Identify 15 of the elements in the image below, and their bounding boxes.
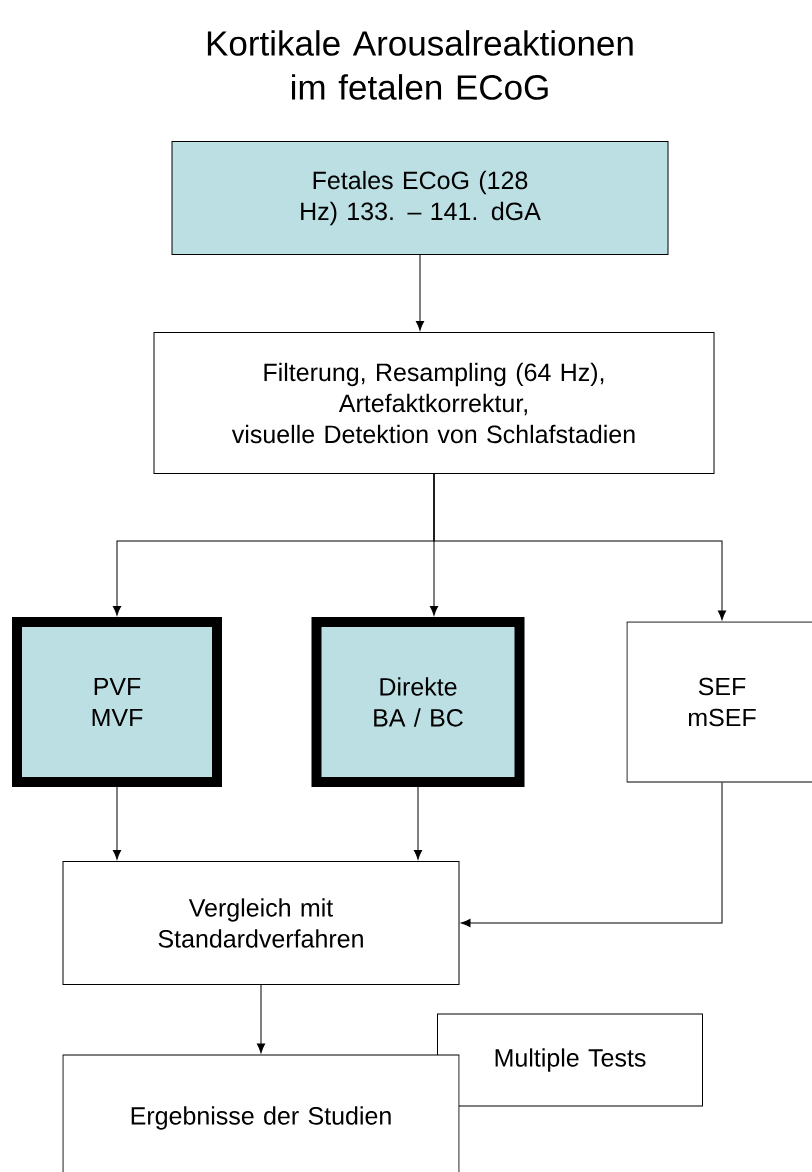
arrow [413,786,423,860]
arrow [256,984,266,1054]
process-box: Ergebnisse der Studien [62,1054,460,1172]
arrow [460,782,723,928]
arrow [112,786,122,860]
process-box: Fetales ECoG (128 Hz) 133. – 141. dGA [171,141,669,255]
process-box: Direkte BA / BC [311,617,525,787]
arrow [415,254,425,331]
process-box: SEF mSEF [626,621,812,783]
note-box: Multiple Tests [437,1013,703,1107]
arrow [433,473,727,621]
title: Kortikale Arousalreaktionen im fetalen ECoG [207,30,633,100]
process-box: Vergleich mit Standardverfahren [62,861,460,985]
process-box: PVF MVF [12,617,222,787]
process-box: Filterung, Resampling (64 Hz), Artefaktkorrektur, visuelle Detektion von Schlafstadien [153,332,715,474]
